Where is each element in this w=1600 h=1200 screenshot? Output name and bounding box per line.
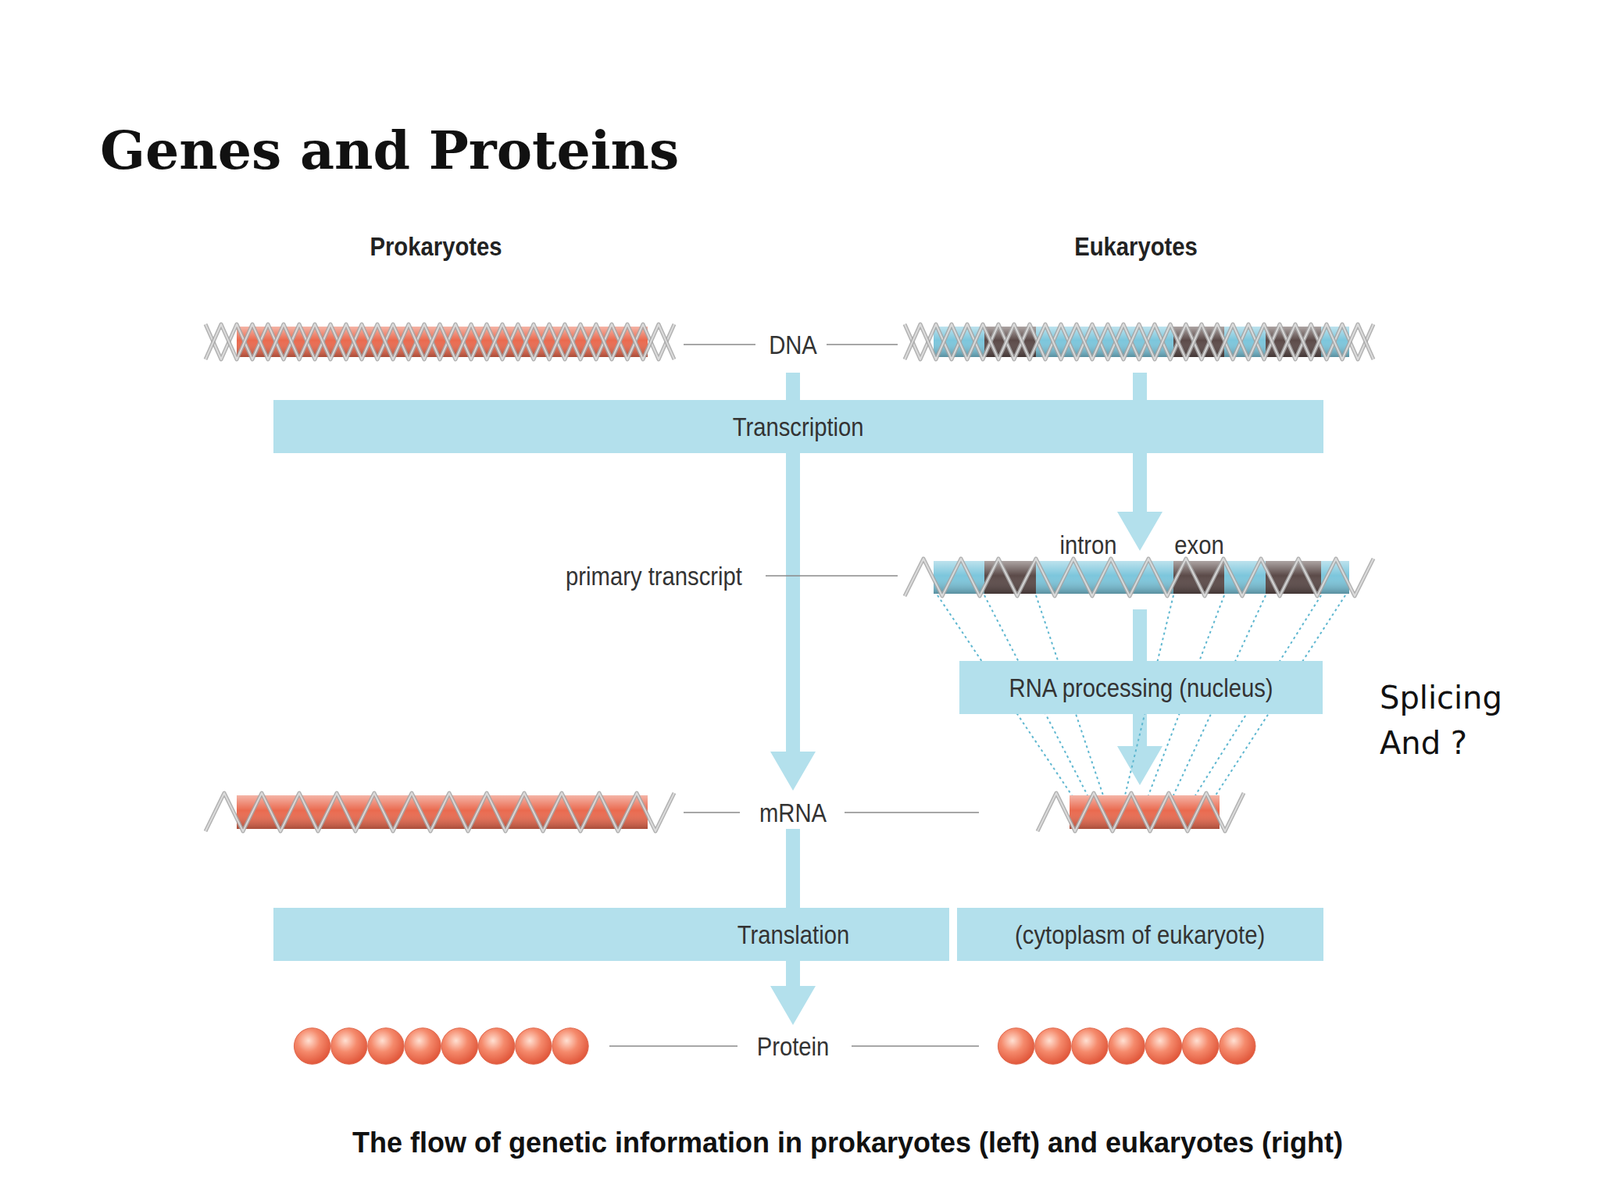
leader-line — [683, 811, 740, 814]
region-label: exon — [1174, 529, 1224, 561]
amino-acid-bead — [1108, 1028, 1145, 1065]
stage-label: DNA — [768, 329, 818, 361]
stage-label: primary transcript — [565, 560, 743, 592]
handwritten-note: Splicing And ? — [1379, 675, 1560, 766]
amino-acid-bead — [404, 1028, 441, 1065]
band-label: (cytoplasm of eukaryote) — [1014, 919, 1265, 950]
helix-strand — [205, 324, 675, 360]
amino-acid-bead — [1219, 1028, 1256, 1065]
helix-strand — [904, 558, 1374, 597]
flow-arrow — [1132, 609, 1147, 665]
amino-acid-bead — [293, 1028, 330, 1065]
dna-helix — [904, 324, 1374, 360]
amino-acid-bead — [367, 1028, 404, 1065]
process-band: Translation — [273, 907, 950, 961]
amino-acid-bead — [1145, 1028, 1182, 1065]
slide-title: Genes and Proteins — [100, 123, 679, 177]
protein-chain — [293, 1028, 589, 1065]
amino-acid-bead — [478, 1028, 515, 1065]
amino-acid-bead — [441, 1028, 478, 1065]
leader-line — [609, 1045, 738, 1047]
region-label: intron — [1059, 529, 1117, 561]
mrna-strand — [205, 792, 675, 832]
figure-caption: The flow of genetic information in proka… — [352, 1126, 1343, 1160]
helix-strand-highlight — [1037, 792, 1244, 832]
stage-label: Protein — [757, 1031, 830, 1062]
primary-transcript-strand — [904, 558, 1374, 597]
leader-line — [683, 343, 756, 346]
dna-helix — [205, 324, 675, 360]
protein-chain — [997, 1028, 1256, 1065]
leader-line — [765, 575, 898, 577]
leader-line — [826, 343, 898, 346]
column-heading: Eukaryotes — [1074, 231, 1198, 262]
helix-strand-highlight — [205, 324, 675, 360]
helix-strand — [1037, 792, 1244, 832]
helix-strand-highlight — [904, 558, 1374, 597]
process-band: Transcription — [273, 400, 1324, 454]
helix-strand — [904, 324, 1374, 360]
process-band: (cytoplasm of eukaryote) — [957, 907, 1324, 961]
leader-line — [851, 1045, 979, 1047]
process-band: RNA processing (nucleus) — [959, 660, 1323, 715]
column-heading: Prokaryotes — [369, 231, 502, 262]
helix-strand-highlight — [904, 324, 1374, 360]
helix-strand-highlight — [205, 792, 675, 832]
amino-acid-bead — [1182, 1028, 1218, 1065]
flow-arrow — [1117, 710, 1163, 786]
mrna-strand — [1037, 792, 1244, 832]
stage-label: mRNA — [759, 797, 827, 829]
helix-strand — [205, 792, 675, 832]
band-label: RNA processing (nucleus) — [1008, 672, 1273, 704]
helix-strand — [904, 324, 1374, 360]
band-label: Transcription — [732, 411, 865, 443]
amino-acid-bead — [515, 1028, 552, 1065]
amino-acid-bead — [331, 1028, 368, 1065]
amino-acid-bead — [1071, 1028, 1108, 1065]
amino-acid-bead — [552, 1028, 589, 1065]
leader-line — [844, 811, 979, 814]
helix-strand-highlight — [205, 324, 675, 360]
band-label: Translation — [737, 919, 850, 950]
helix-strand — [205, 324, 675, 360]
helix-strand-highlight — [904, 324, 1374, 360]
amino-acid-bead — [1035, 1028, 1072, 1065]
splice-guides — [937, 595, 1346, 796]
amino-acid-bead — [997, 1028, 1034, 1065]
